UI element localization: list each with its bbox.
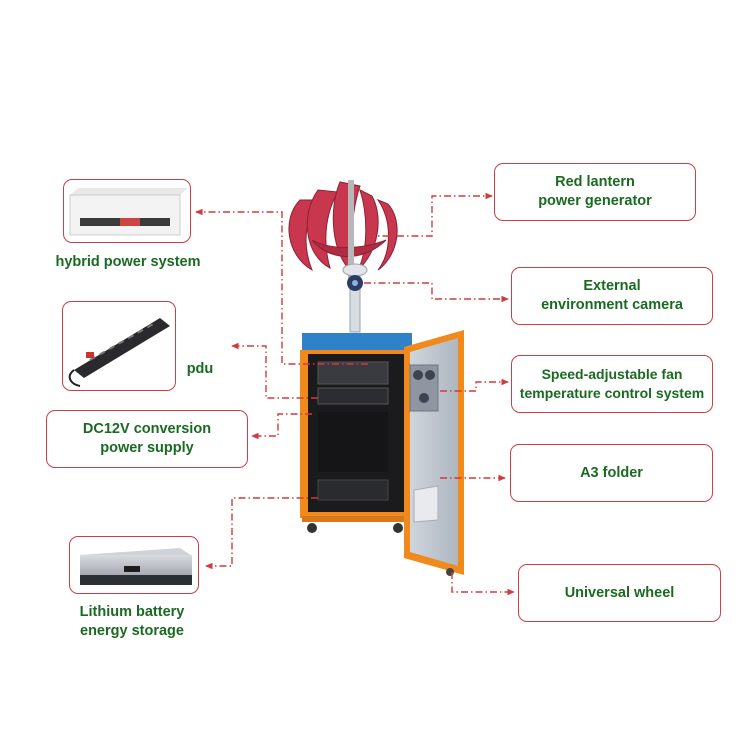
- label-universal-wheel: Universal wheel: [518, 564, 721, 622]
- label-dc12v: DC12V conversion power supply: [46, 410, 248, 468]
- pdu-image: [68, 318, 170, 387]
- label-fan-text: Speed-adjustable fan temperature control…: [519, 366, 705, 401]
- label-fan: Speed-adjustable fan temperature control…: [511, 355, 713, 413]
- camera-icon: [347, 275, 363, 291]
- label-red-lantern-text: Red lantern power generator: [538, 174, 652, 209]
- battery-image-frame: [69, 536, 199, 594]
- label-red-lantern: Red lantern power generator: [494, 163, 696, 221]
- cabinet-illustration: [300, 330, 464, 575]
- pdu-image-frame: [62, 301, 176, 391]
- label-camera-text: External environment camera: [541, 278, 683, 313]
- wheel-icon: [446, 568, 454, 576]
- label-universal-wheel-text: Universal wheel: [564, 584, 675, 601]
- wind-turbine-icon: [288, 180, 398, 333]
- label-camera: External environment camera: [511, 267, 713, 325]
- label-a3-folder-text: A3 folder: [580, 464, 643, 481]
- label-a3-folder: A3 folder: [510, 444, 713, 502]
- label-pdu: pdu: [186, 361, 214, 377]
- fan-icon: [409, 364, 439, 412]
- label-dc12v-text: DC12V conversion power supply: [82, 421, 212, 456]
- hybrid-device-image: [69, 188, 188, 236]
- label-lithium: Lithium battery energy storage: [79, 604, 185, 639]
- connector-lines: [195, 192, 515, 596]
- label-hybrid: hybrid power system: [55, 254, 201, 270]
- battery-image: [80, 548, 192, 585]
- hybrid-image-frame: [63, 179, 191, 243]
